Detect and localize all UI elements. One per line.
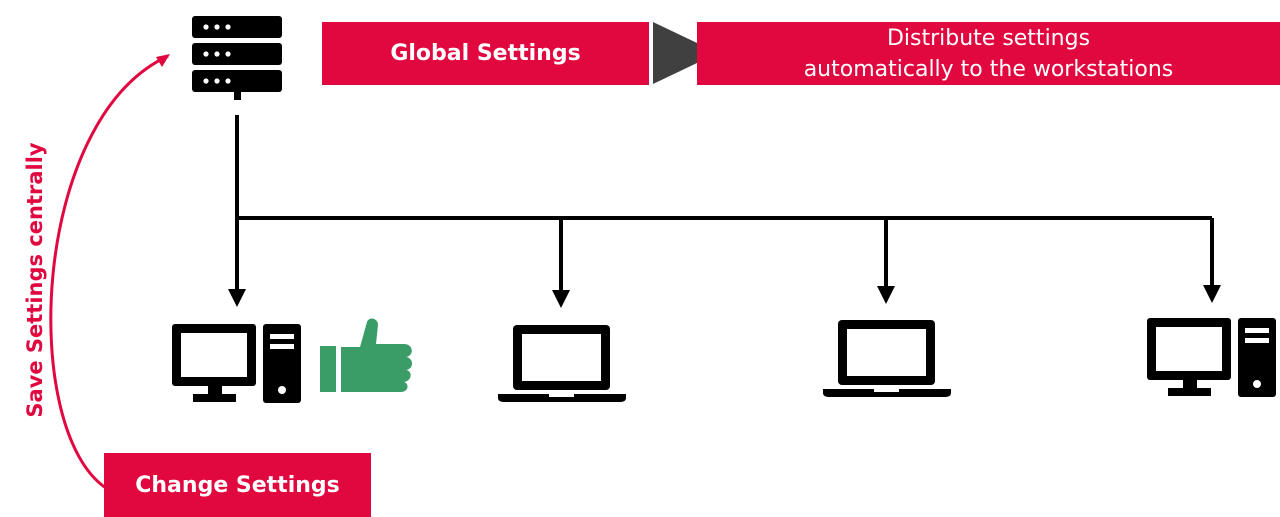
change-settings-label: Change Settings [135,472,340,498]
thumbs-up-icon [320,318,412,392]
desktop-pc-icon [1147,318,1276,397]
network-lines [228,115,1221,308]
laptop-icon [498,325,626,402]
distribute-arrow [653,22,718,84]
change-settings-box: Change Settings [104,453,371,517]
save-centrally-label: Save Settings centrally [23,142,47,418]
laptop-icon [823,320,951,397]
distribute-line-1: Distribute settings [886,25,1091,51]
global-settings-label: Global Settings [390,41,581,66]
distribute-settings-box: Distribute settings automatically to the… [697,22,1280,85]
save-centrally-arrow [49,54,169,490]
global-settings-box: Global Settings [322,22,649,85]
desktop-pc-icon [172,324,301,403]
server-icon [192,16,282,100]
save-centrally-arrowhead [156,54,170,67]
distribute-line-2: automatically to the workstations [803,56,1174,82]
